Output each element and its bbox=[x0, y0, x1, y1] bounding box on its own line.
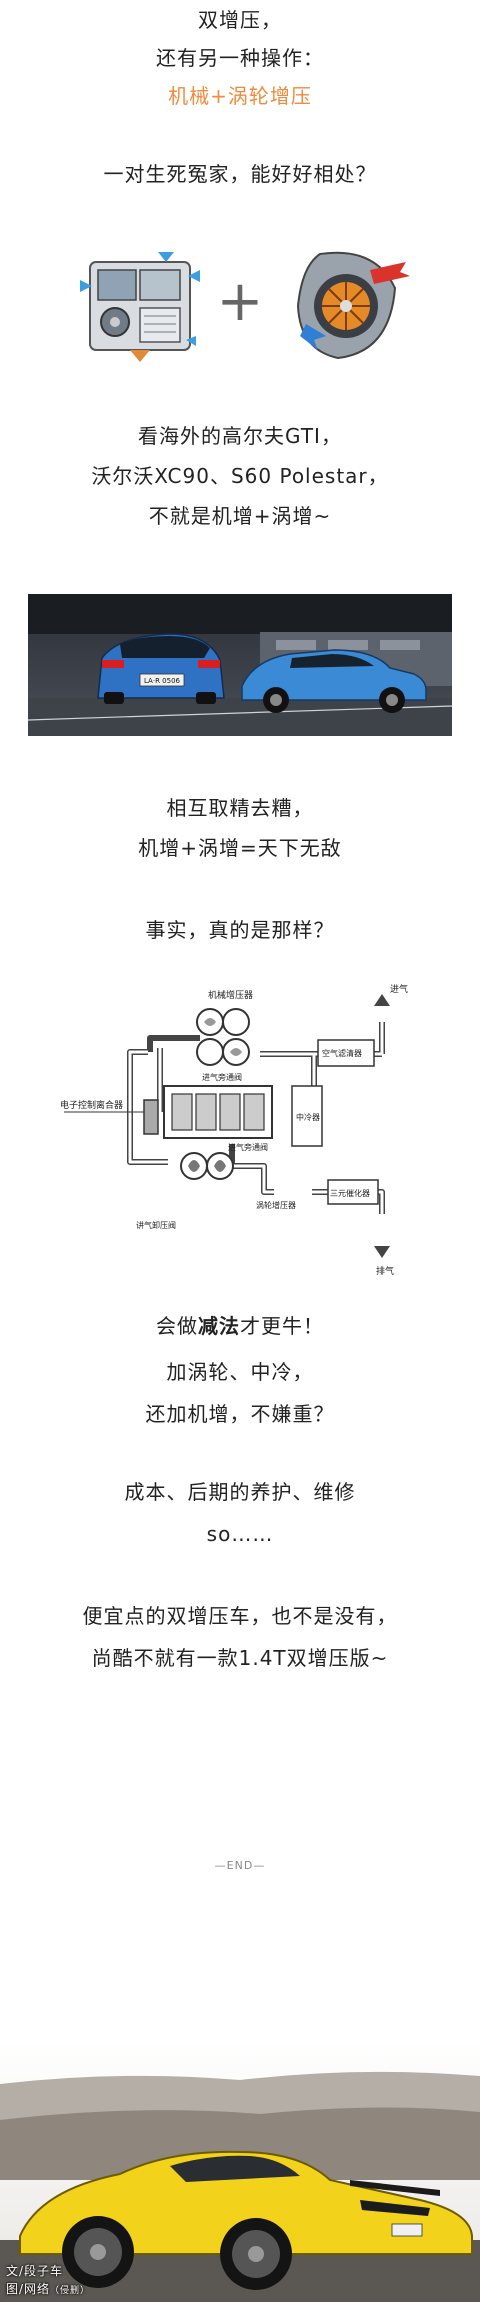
blue-car-rear-icon: LA·R 0506 bbox=[97, 633, 225, 704]
cost-line-2: so…… bbox=[206, 1522, 274, 1546]
turbo-icon bbox=[180, 1152, 234, 1180]
credit-image-main: 图/网络 bbox=[6, 2282, 51, 2296]
supercharger-icon bbox=[196, 1008, 250, 1066]
label-exhaust: 排气 bbox=[376, 1265, 394, 1277]
air-filter-box bbox=[317, 1039, 375, 1067]
label-supercharger: 机械增压器 bbox=[208, 989, 253, 1001]
subtract-bold: 减法 bbox=[198, 1314, 240, 1338]
label-intake-path-2: 进气旁通阀 bbox=[228, 1142, 268, 1152]
intro-line-1: 双增压， bbox=[198, 8, 282, 32]
catalyst-box bbox=[327, 1179, 379, 1205]
examples-line-1: 看海外的高尔夫GTI， bbox=[138, 424, 342, 448]
subtract-line-2: 加涡轮、中冷， bbox=[166, 1360, 314, 1384]
end-mark: —END— bbox=[214, 1859, 266, 1872]
label-intake: 进气 bbox=[390, 983, 408, 995]
question-line: 一对生死冤家，能好好相处？ bbox=[103, 162, 377, 186]
cost-line-1: 成本、后期的养护、维修 bbox=[124, 1480, 356, 1504]
blue-car-side-icon bbox=[241, 649, 427, 713]
intro-highlight: 机械+涡轮增压 bbox=[168, 84, 312, 108]
cheap-line-1: 便宜点的双增压车，也不是没有， bbox=[82, 1604, 398, 1628]
label-air-filter: 空气滤清器 bbox=[322, 1048, 362, 1058]
supercharger-engine-icon bbox=[80, 252, 200, 362]
clutch-block bbox=[143, 1099, 159, 1135]
label-intake-path-1: 进气旁通阀 bbox=[202, 1072, 242, 1082]
combine-line-2: 机增+涡增=天下无敌 bbox=[138, 836, 342, 860]
combine-line-1: 相互取精去糟， bbox=[166, 796, 314, 820]
plus-sign: + bbox=[217, 269, 264, 334]
label-clutch: 电子控制离合器 bbox=[60, 1099, 123, 1111]
turbocharger-icon bbox=[296, 251, 410, 360]
label-catalyst: 三元催化器 bbox=[330, 1188, 370, 1198]
supercharger-plus-turbo-illustration: + bbox=[80, 251, 410, 362]
subtract-line-1: 会做减法才更牛！ bbox=[0, 1312, 480, 1340]
cheap-line-2: 尚酷不就有一款1.4T双增压版~ bbox=[91, 1646, 389, 1670]
examples-line-3: 不就是机增+涡增~ bbox=[148, 504, 332, 528]
yellow-car-icon bbox=[19, 2150, 473, 2290]
subtract-pre: 会做 bbox=[156, 1314, 198, 1338]
examples-line-2: 沃尔沃XC90、S60 Polestar， bbox=[91, 464, 389, 488]
subtract-line-3: 还加机增，不嫌重？ bbox=[145, 1402, 335, 1426]
label-intercooler: 中冷器 bbox=[296, 1112, 320, 1122]
label-turbo: 涡轮增压器 bbox=[256, 1200, 296, 1210]
subtract-post: 才更牛！ bbox=[240, 1314, 324, 1338]
intake-arrow-icon bbox=[374, 994, 390, 1006]
exhaust-arrow-icon bbox=[374, 1246, 390, 1258]
twincharger-engine-diagram: 进气 机械增压器 空气滤清器 进气旁通阀 进气旁通阀 电子控制离合器 中冷器 涡… bbox=[60, 983, 408, 1277]
label-wastegate: 讲气卸压阀 bbox=[136, 1220, 176, 1230]
license-plate-text: LA·R 0506 bbox=[144, 677, 181, 685]
doubt-line: 事实，真的是那样？ bbox=[145, 918, 335, 942]
intro-line-2: 还有另一种操作： bbox=[156, 46, 324, 70]
credit-image-note: （侵删） bbox=[50, 2286, 91, 2296]
yellow-sports-car-photo bbox=[0, 2040, 480, 2302]
intercooler-box bbox=[291, 1085, 323, 1147]
credit-image-source: 图/网络（侵删） bbox=[6, 2280, 90, 2297]
volvo-cars-photo: LA·R 0506 bbox=[28, 594, 452, 736]
credit-author: 文/段子车 bbox=[6, 2264, 64, 2278]
